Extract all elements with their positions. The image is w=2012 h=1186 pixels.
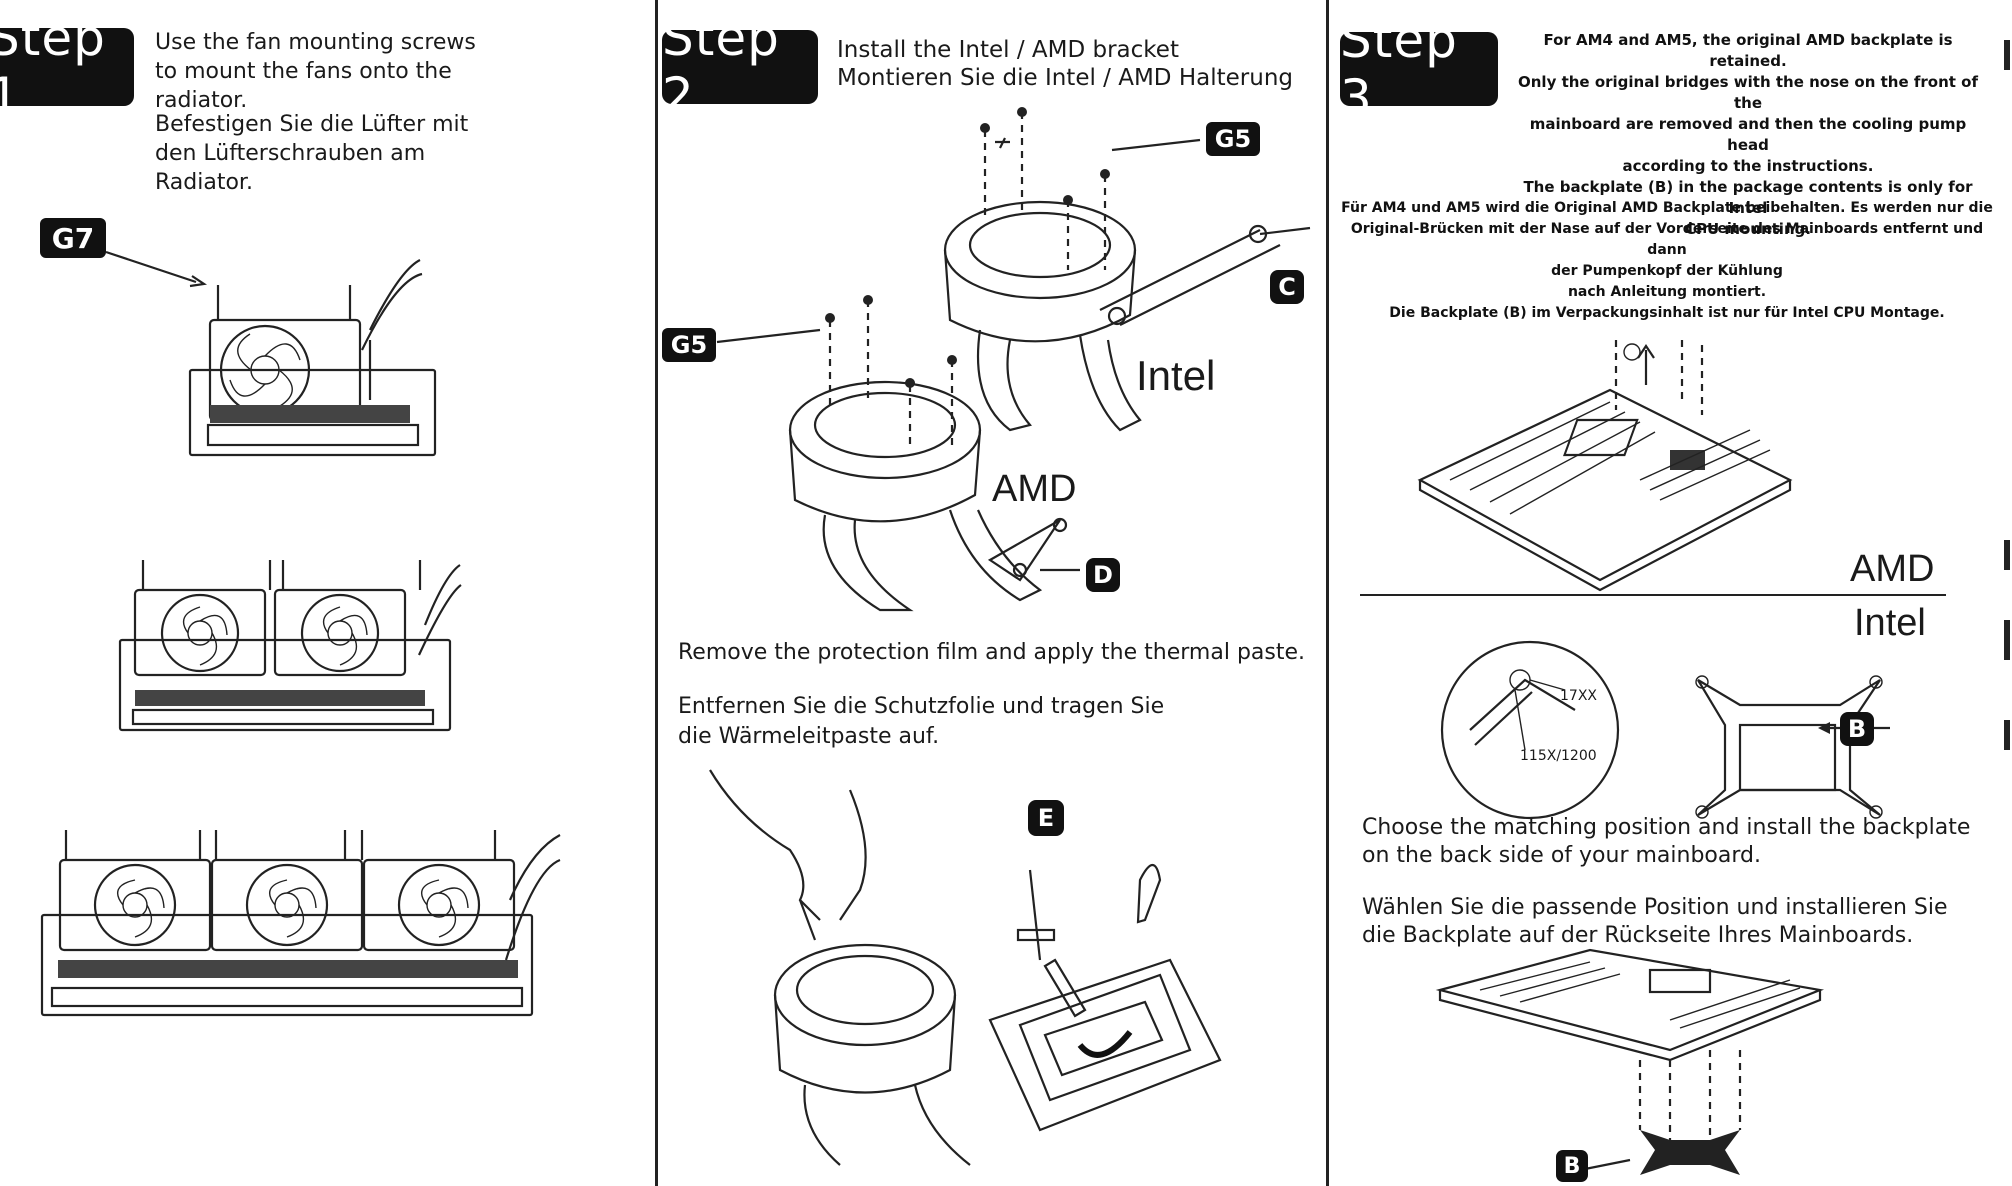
part-label-g5-left: G5 xyxy=(662,328,716,362)
step3-note-de-line4: nach Anleitung montiert. xyxy=(1567,284,1767,300)
amd-intel-divider xyxy=(1360,594,1946,596)
part-label-b-bottom: B xyxy=(1556,1150,1588,1182)
thermal-paste-instruction-de: Entfernen Sie die Schutzfolie und tragen… xyxy=(678,694,1165,749)
intel-section-label: Intel xyxy=(1854,602,1926,644)
edge-mark-1 xyxy=(2004,40,2010,70)
step3-note-en-line3: mainboard are removed and then the cooli… xyxy=(1529,115,1967,154)
part-label-b-backplate: B xyxy=(1840,712,1874,746)
intel-mainboard-illustration xyxy=(1435,948,1825,1175)
thermal-paste-instruction-en: Remove the protection film and apply the… xyxy=(678,640,1305,665)
intel-pump-head-illustration xyxy=(943,107,1311,432)
step3-note-de: Für AM4 und AM5 wird die Original AMD Ba… xyxy=(1332,198,2002,324)
step1-instruction-en: Use the fan mounting screws to mount the… xyxy=(155,30,476,113)
edge-mark-4 xyxy=(2004,720,2010,750)
part-label-e: E xyxy=(1028,800,1064,836)
step3-note-de-line5: Die Backplate (B) im Verpackungsinhalt i… xyxy=(1389,305,1945,321)
amd-section-label: AMD xyxy=(1850,548,1935,590)
step3-note-en: For AM4 and AM5, the original AMD backpl… xyxy=(1508,30,1988,240)
step3-note-de-line1: Für AM4 und AM5 wird die Original AMD Ba… xyxy=(1341,200,1993,216)
step1-badge: Step 1 xyxy=(0,9,134,125)
step3-note-en-line1: For AM4 and AM5, the original AMD backpl… xyxy=(1543,31,1953,70)
backplate-position-115x: 115X/1200 xyxy=(1520,748,1597,764)
column-divider-left xyxy=(655,0,658,1186)
backplate-instruction-en: Choose the matching position and install… xyxy=(1362,815,1971,868)
column-divider-right xyxy=(1326,0,1329,1186)
amd-mainboard-illustration xyxy=(1417,340,1793,592)
backplate-position-illustration xyxy=(1440,640,1890,820)
step3-note-en-line4: according to the instructions. xyxy=(1622,157,1874,175)
single-fan-radiator-illustration xyxy=(105,250,437,457)
amd-bracket-label: AMD xyxy=(992,468,1077,510)
part-label-c: C xyxy=(1270,270,1304,304)
part-label-d: D xyxy=(1086,558,1120,592)
part-label-g7: G7 xyxy=(40,218,106,258)
backplate-instruction-de: Wählen Sie die passende Position und ins… xyxy=(1362,895,1948,948)
step1-instruction-de: Befestigen Sie die Lüfter mit den Lüfter… xyxy=(155,112,469,195)
part-label-g5-top: G5 xyxy=(1206,122,1260,156)
backplate-position-17xx: 17XX xyxy=(1560,688,1597,704)
step2-badge: Step 2 xyxy=(662,9,818,125)
step3-note-de-line3: der Pumpenkopf der Kühlung xyxy=(1551,263,1783,279)
triple-fan-radiator-illustration xyxy=(40,830,561,1017)
step2-title-de: Montieren Sie die Intel / AMD Halterung xyxy=(837,65,1293,91)
step3-note-en-line2: Only the original bridges with the nose … xyxy=(1518,73,1978,112)
thermal-paste-application-illustration xyxy=(709,769,1222,1166)
step2-title-en: Install the Intel / AMD bracket xyxy=(837,37,1179,63)
intel-bracket-label: Intel xyxy=(1136,352,1216,399)
step3-badge: Step 3 xyxy=(1340,11,1498,127)
edge-mark-3 xyxy=(2004,620,2010,660)
step3-note-de-line2: Original-Brücken mit der Nase auf der Vo… xyxy=(1350,221,1984,258)
edge-mark-2 xyxy=(2004,540,2010,570)
step3-note-en-line6: CPU mounting. xyxy=(1684,220,1812,238)
step3-note-en-line5: The backplate (B) in the package content… xyxy=(1523,178,1973,217)
dual-fan-radiator-illustration xyxy=(118,560,462,732)
amd-pump-head-illustration xyxy=(716,295,1080,612)
